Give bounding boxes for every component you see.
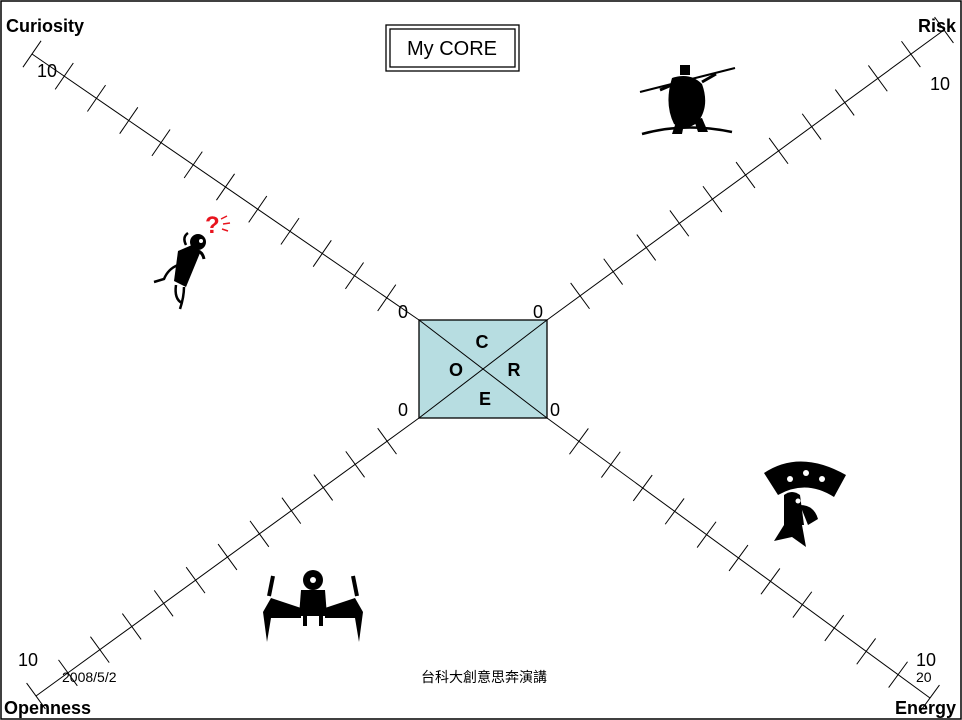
- core-box: C O R E: [418, 319, 548, 419]
- openness-axis-tick: [313, 474, 334, 501]
- openness-axis-tick: [26, 682, 46, 710]
- risk-min-label: 0: [533, 302, 543, 322]
- curiosity-axis-tick: [183, 151, 203, 179]
- risk-axis-tick: [801, 113, 822, 140]
- curiosity-axis-tick: [312, 240, 332, 267]
- energy-axis-tick: [728, 544, 749, 572]
- curiosity-axis-tick: [54, 62, 74, 90]
- risk-axis-tick: [901, 40, 921, 68]
- risk-axis-tick: [934, 16, 954, 44]
- core-letter-o: O: [449, 360, 463, 380]
- curious-figure-icon: ?: [153, 212, 231, 310]
- energy-axis-tick: [824, 614, 845, 642]
- energy-axis-tick: [696, 521, 717, 548]
- openness-axis-tick: [153, 590, 174, 617]
- curiosity-axis-tick: [345, 262, 364, 290]
- risk-axis-tick: [768, 137, 789, 165]
- energy-axis-tick: [920, 684, 940, 712]
- risk-axis-tick: [669, 210, 690, 237]
- openness-axis-tick: [345, 451, 365, 478]
- curiosity-axis-tick: [119, 107, 139, 134]
- openness-min-label: 0: [398, 400, 408, 420]
- tightrope-figure-icon: [639, 65, 736, 136]
- footer-center: 台科大創意思奔演講: [421, 669, 547, 685]
- risk-axis-label: Risk: [918, 16, 957, 36]
- spread-arms-figure-icon: [263, 570, 363, 642]
- openness-axis-tick: [281, 497, 302, 524]
- openness-axis-tick: [217, 543, 238, 571]
- energy-axis-tick: [888, 661, 908, 688]
- core-letter-c: C: [476, 332, 489, 352]
- question-mark: ?: [205, 212, 220, 239]
- curiosity-min-label: 0: [398, 302, 408, 322]
- energy-axis-tick: [760, 568, 781, 595]
- energy-axis-label: Energy: [895, 698, 956, 718]
- energy-axis-tick: [632, 474, 653, 502]
- curiosity-axis-tick: [87, 84, 106, 112]
- curiosity-axis-tick: [248, 195, 268, 223]
- openness-axis-label: Openness: [4, 698, 91, 718]
- core-letter-e: E: [479, 389, 491, 409]
- risk-axis-tick: [735, 161, 756, 189]
- title-text: My CORE: [407, 38, 497, 60]
- footer-date: 2008/5/2: [62, 669, 117, 685]
- energy-axis-tick: [792, 591, 813, 618]
- core-letter-r: R: [508, 360, 521, 380]
- risk-axis-tick: [636, 234, 657, 261]
- openness-axis-tick: [249, 520, 270, 548]
- title-box: My CORE: [385, 24, 520, 72]
- risk-max-label: 10: [930, 74, 950, 94]
- openness-axis-tick: [185, 566, 206, 594]
- energy-min-label: 0: [550, 400, 560, 420]
- risk-axis-tick: [834, 89, 855, 116]
- openness-axis-tick: [121, 613, 142, 640]
- juggling-figure-icon: [764, 461, 846, 547]
- axes: [22, 16, 954, 712]
- curiosity-max-label: 10: [37, 61, 57, 81]
- risk-axis-tick: [702, 185, 723, 213]
- curiosity-axis-label: Curiosity: [6, 16, 84, 36]
- energy-axis-tick: [569, 428, 589, 455]
- curiosity-axis-tick: [280, 217, 300, 245]
- curiosity-axis-tick: [216, 173, 235, 201]
- openness-axis-tick: [58, 659, 78, 687]
- core-box-diagonal: [418, 319, 548, 419]
- openness-axis-tick: [90, 636, 110, 663]
- risk-axis-tick: [603, 258, 624, 285]
- risk-axis-tick: [867, 65, 888, 92]
- energy-axis-tick: [856, 638, 877, 665]
- page-number: 20: [916, 669, 932, 685]
- openness-max-label: 10: [18, 650, 38, 670]
- curiosity-axis-tick: [151, 129, 171, 157]
- risk-axis-tick: [570, 282, 590, 310]
- energy-max-label: 10: [916, 650, 936, 670]
- energy-axis-tick: [600, 451, 621, 478]
- openness-axis-tick: [377, 427, 397, 455]
- curiosity-axis-tick: [22, 40, 42, 68]
- energy-axis-tick: [664, 498, 685, 525]
- curiosity-axis-tick: [377, 284, 397, 312]
